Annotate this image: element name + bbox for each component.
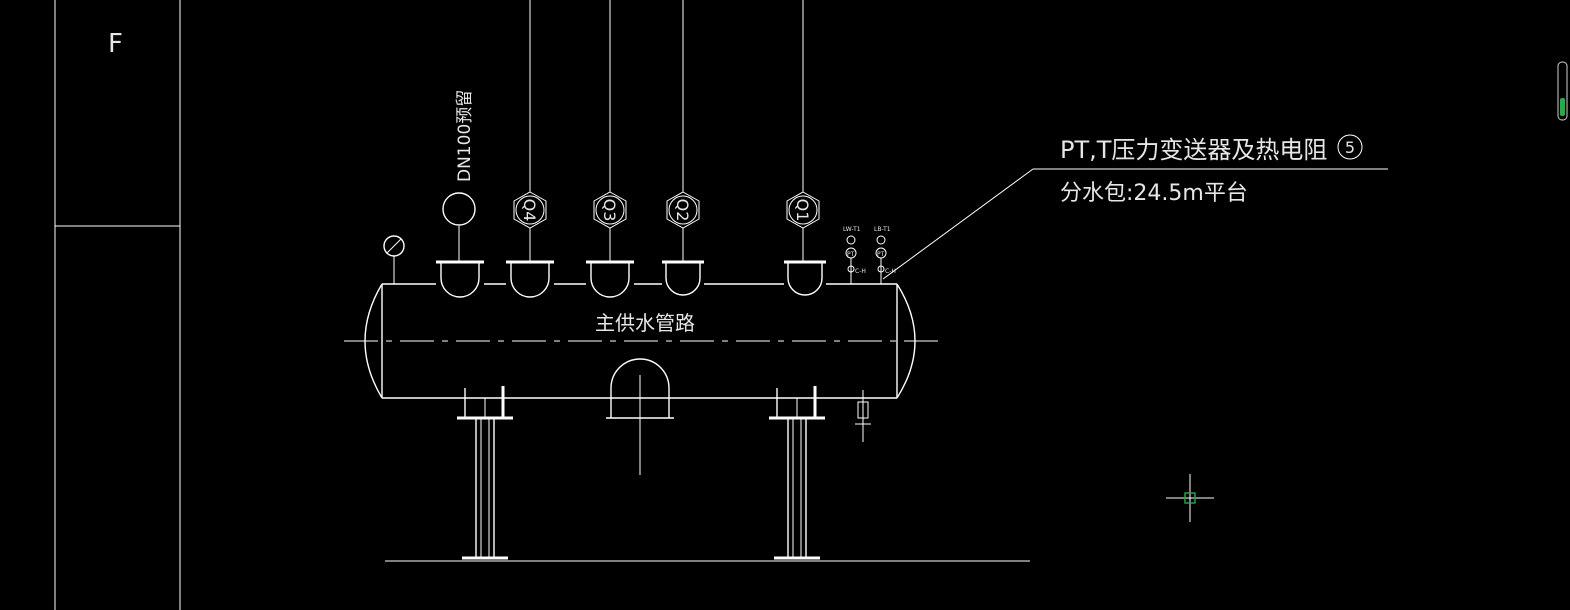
leader-line — [882, 168, 1034, 280]
instrument-bubble-q3[interactable]: Q3 — [593, 191, 627, 229]
bottom-drain — [606, 358, 674, 475]
small-instrument-pt-2: PT — [877, 251, 885, 258]
scrollbar-thumb[interactable] — [1560, 98, 1565, 116]
instrument-bubble-q4[interactable]: Q4 — [513, 191, 547, 229]
pipe-label-q3: Q3 — [600, 199, 619, 222]
vertical-scrollbar[interactable] — [1557, 61, 1568, 121]
callout[interactable]: PT,T压力变送器及热电阻 5 分水包:24.5m平台 — [882, 134, 1388, 280]
grid-letter: F — [108, 29, 123, 59]
vessel-name: 主供水管路 — [595, 311, 695, 335]
small-instrument-tag-1: LW-T1 — [843, 226, 861, 233]
small-instrument-right[interactable]: LB-T1 PT C-H — [874, 226, 896, 284]
small-instrument-pt-1: PT — [847, 251, 855, 258]
small-instrument-ch-1: C-H — [855, 268, 866, 275]
instrument-bubble-q1[interactable]: Q1 — [786, 191, 820, 229]
reserved-outlet-circle — [442, 192, 476, 226]
pipe-label-q1: Q1 — [793, 199, 812, 222]
item-number-bubble — [1337, 134, 1363, 160]
reserved-outlet[interactable]: DN100预留 — [442, 90, 476, 226]
small-instrument-ch-2: C-H — [885, 268, 896, 275]
pipe-label-q4: Q4 — [520, 199, 539, 222]
top-nozzles — [436, 260, 826, 298]
pressure-gauge-icon[interactable] — [383, 235, 405, 284]
support-leg-right — [769, 386, 825, 560]
callout-line1: PT,T压力变送器及热电阻 — [1060, 136, 1327, 164]
callout-line2: 分水包:24.5m平台 — [1060, 181, 1248, 206]
crosshair-cursor-icon[interactable] — [1166, 474, 1214, 522]
reserved-outlet-label: DN100预留 — [455, 90, 475, 182]
callout-item-number: 5 — [1345, 138, 1355, 157]
instrument-bubble-q2[interactable]: Q2 — [666, 191, 700, 229]
small-instrument-tag-2: LB-T1 — [874, 226, 891, 233]
vessel-body[interactable]: 主供水管路 — [344, 283, 942, 399]
pipe-label-q2: Q2 — [673, 199, 692, 222]
support-leg-left — [457, 386, 513, 560]
vertical-pipes — [458, 0, 804, 262]
title-block: F — [54, 0, 181, 610]
small-instrument-left[interactable]: LW-T1 PT C-H — [843, 226, 866, 284]
drain-valve-icon[interactable] — [855, 390, 871, 442]
